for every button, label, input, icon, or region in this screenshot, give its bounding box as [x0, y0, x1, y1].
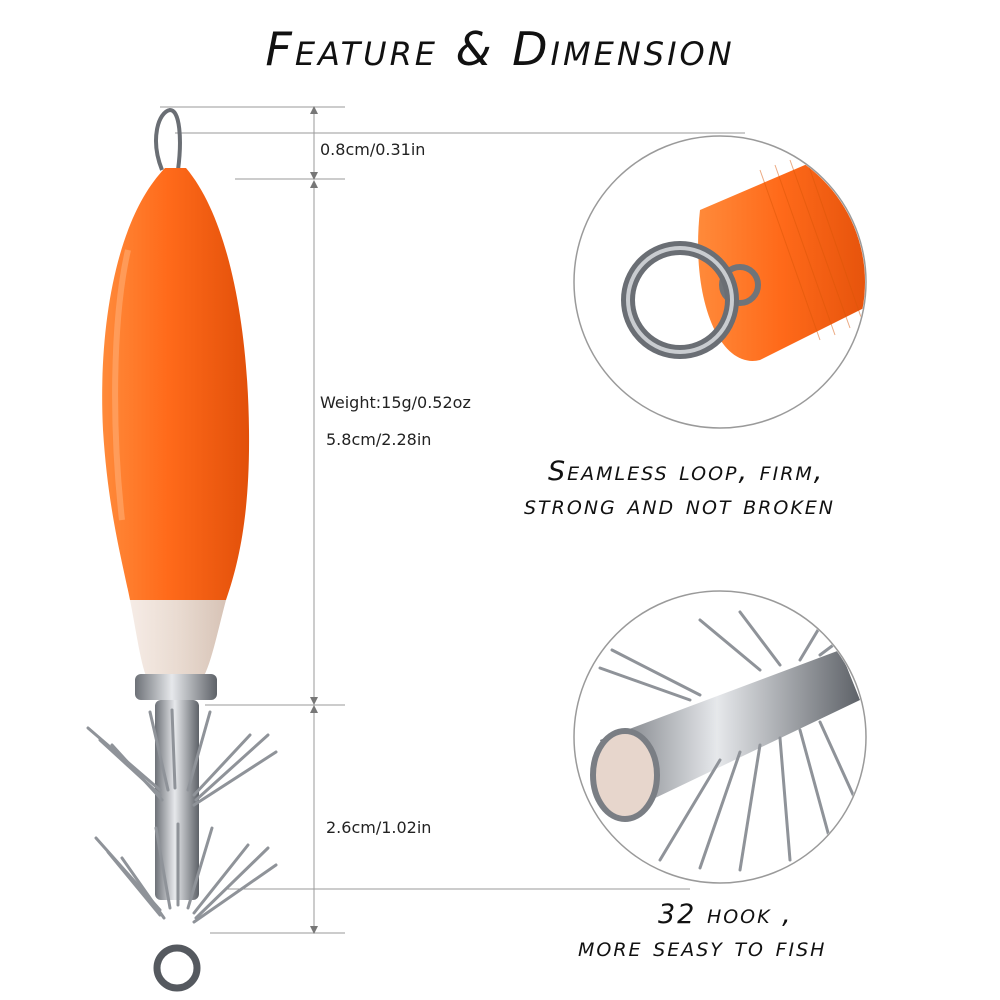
page-title: Feature & Dimension	[265, 22, 735, 76]
loop-detail-circle	[573, 135, 867, 429]
metal-collar	[135, 674, 217, 700]
orange-body	[102, 168, 250, 600]
dimension-lines	[160, 106, 745, 934]
glow-tip	[130, 600, 226, 676]
dimension-arrowheads	[310, 106, 318, 934]
hook-caption-line1: 32 hook ,	[658, 899, 793, 930]
hook-caption-line2: more seasy to fish	[578, 932, 827, 963]
loop-dimension-label: 0.8cm/0.31in	[320, 140, 426, 159]
weight-label: Weight:15g/0.52oz	[320, 393, 471, 412]
hook-spikes-lower	[94, 822, 278, 924]
bottom-ring	[153, 944, 201, 992]
squid-jig-lure	[86, 107, 278, 992]
loop-caption-line2: strong and not broken	[524, 490, 835, 521]
body-length-label: 5.8cm/2.28in	[326, 430, 432, 449]
hook-length-label: 2.6cm/1.02in	[326, 818, 432, 837]
hook-detail-circle	[573, 590, 867, 884]
hook-spikes-upper	[86, 708, 278, 807]
loop-caption-line1: Seamless loop, firm,	[548, 456, 825, 487]
